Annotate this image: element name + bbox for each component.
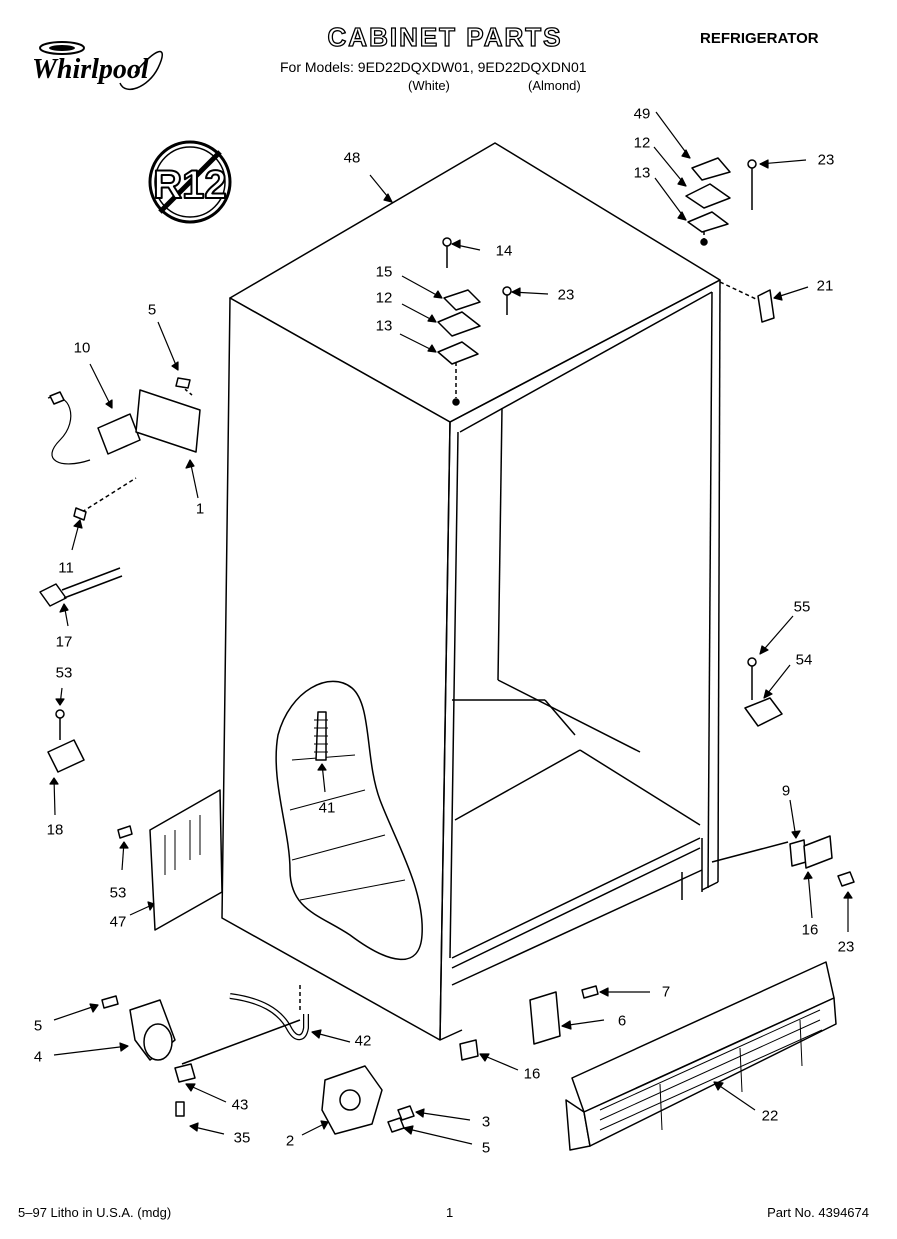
connector-harness (39, 567, 123, 607)
callout-41: 41 (318, 799, 336, 817)
callout-48: 48 (343, 149, 361, 167)
brand-wordmark: Whirlpool (32, 54, 149, 85)
callout-18: 18 (46, 821, 64, 839)
callout-4: 4 (33, 1048, 43, 1066)
callout-42: 42 (354, 1032, 372, 1050)
callout-47: 47 (109, 913, 127, 931)
drain-tube (314, 711, 328, 761)
callout-55: 55 (793, 598, 811, 616)
page-number: 1 (446, 1205, 454, 1220)
category-label: REFRIGERATOR (700, 30, 819, 47)
callout-35: 35 (233, 1129, 251, 1147)
page-title: CABINET PARTS (327, 21, 563, 52)
badge-text: R12 (153, 163, 226, 207)
hinge-bracket-right (744, 657, 783, 727)
drain-pan-assembly (101, 995, 301, 1117)
power-supply-assembly (47, 377, 201, 521)
callout-17: 17 (55, 633, 73, 651)
callout-5: 5 (33, 1017, 43, 1035)
callout-12: 12 (633, 134, 651, 152)
tubing-clip (47, 709, 85, 773)
footer-litho: 5–97 Litho in U.S.A. (mdg) (18, 1205, 172, 1220)
callout-3: 3 (481, 1113, 491, 1131)
leveling-bracket (711, 835, 855, 887)
callout-12: 12 (375, 289, 393, 307)
callout-leaders (49, 111, 853, 1145)
callout-53: 53 (55, 664, 73, 682)
callout-22: 22 (761, 1107, 779, 1125)
hinge-assembly-upper-right (685, 157, 775, 323)
callout-43: 43 (231, 1096, 249, 1114)
callout-1: 1 (195, 500, 205, 518)
callout-49: 49 (633, 105, 651, 123)
callout-5: 5 (147, 301, 157, 319)
callout-6: 6 (617, 1012, 627, 1030)
compressor-bracket (321, 1065, 415, 1135)
callout-7: 7 (661, 983, 671, 1001)
callout-16: 16 (801, 921, 819, 939)
grille-bracket (459, 985, 599, 1061)
callout-13: 13 (633, 164, 651, 182)
callout-5: 5 (481, 1139, 491, 1157)
part-number: Part No. 4394674 (767, 1205, 869, 1220)
base-grille (565, 961, 837, 1151)
callout-14: 14 (495, 242, 513, 260)
callout-23: 23 (557, 286, 575, 304)
callout-53: 53 (109, 884, 127, 902)
callout-54: 54 (795, 651, 813, 669)
callout-16: 16 (523, 1065, 541, 1083)
variant-white: (White) (408, 78, 450, 93)
callout-10: 10 (73, 339, 91, 357)
callout-23: 23 (817, 151, 835, 169)
callout-21: 21 (816, 277, 834, 295)
callout-11: 11 (58, 559, 74, 577)
cabinet (221, 142, 721, 1041)
callout-23: 23 (837, 938, 855, 956)
callout-9: 9 (781, 782, 791, 800)
callout-15: 15 (375, 263, 393, 281)
models-line: For Models: 9ED22DQXDW01, 9ED22DQXDN01 (280, 59, 587, 75)
electrical-panel (117, 789, 223, 931)
variant-almond: (Almond) (528, 78, 581, 93)
callout-2: 2 (285, 1132, 295, 1150)
callout-13: 13 (375, 317, 393, 335)
hinge-assembly-upper-left (437, 237, 512, 406)
no-r12-badge: R12 (148, 140, 232, 224)
whirlpool-logo: Whirlpool (32, 41, 163, 90)
drain-hose (229, 985, 309, 1041)
